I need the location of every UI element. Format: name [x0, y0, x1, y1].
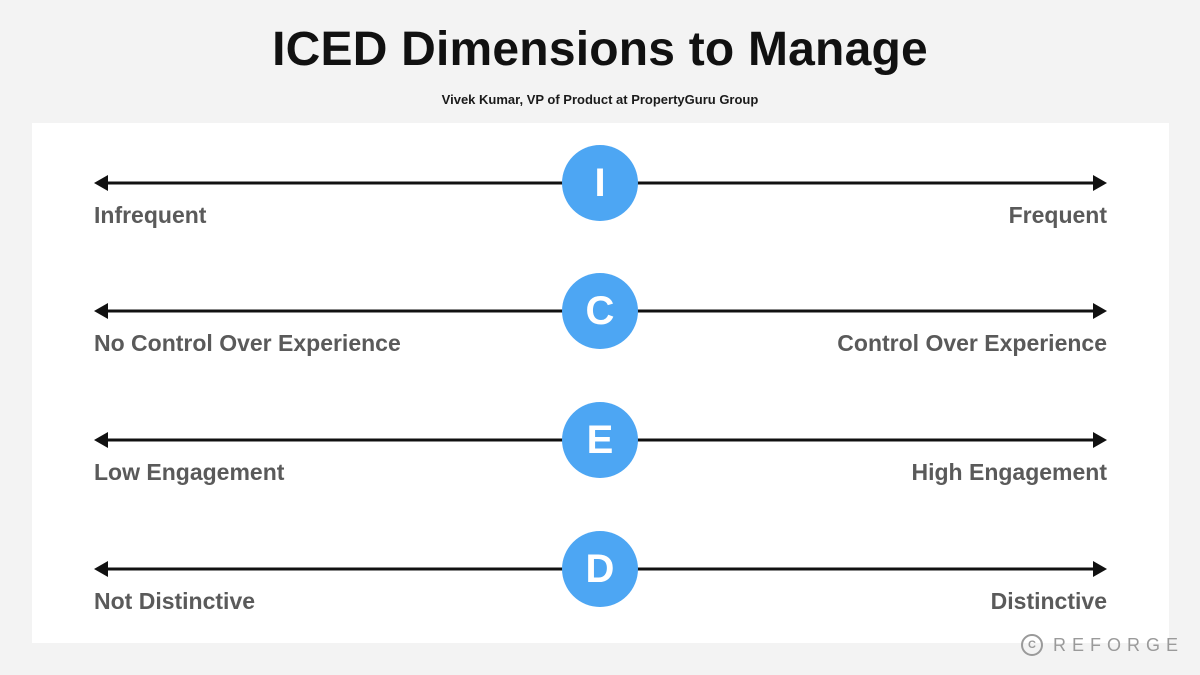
dimension-left-label: Not Distinctive: [94, 588, 256, 614]
dimension-row-e: E Low Engagement High Engagement: [32, 380, 1169, 490]
dimension-left-label: Low Engagement: [94, 459, 285, 485]
dimension-badge: D: [562, 531, 638, 607]
dimension-badge: C: [562, 273, 638, 349]
dimension-right-label: High Engagement: [911, 459, 1107, 485]
dimension-left-label: Infrequent: [94, 202, 207, 228]
copyright-icon: C: [1020, 634, 1043, 656]
watermark-text: REFORGE: [1052, 634, 1184, 655]
dimension-right-label: Control Over Experience: [837, 330, 1107, 356]
page-subtitle: Vivek Kumar, VP of Product at PropertyGu…: [441, 92, 759, 107]
dimension-left-label: No Control Over Experience: [94, 330, 401, 356]
dimension-row-i: I Infrequent Frequent: [32, 123, 1169, 233]
dimension-row-d: D Not Distinctive Distinctive: [32, 509, 1169, 619]
reforge-watermark: C REFORGE: [1020, 634, 1184, 656]
dimension-right-label: Distinctive: [990, 588, 1107, 614]
dimension-right-label: Frequent: [1008, 202, 1107, 228]
dimension-row-c: C No Control Over Experience Control Ove…: [32, 251, 1169, 361]
page-title: ICED Dimensions to Manage: [272, 23, 928, 76]
dimension-badge: I: [562, 145, 638, 221]
dimension-badge: E: [562, 402, 638, 478]
diagram-panel: I Infrequent Frequent C No Control Over …: [32, 123, 1169, 643]
